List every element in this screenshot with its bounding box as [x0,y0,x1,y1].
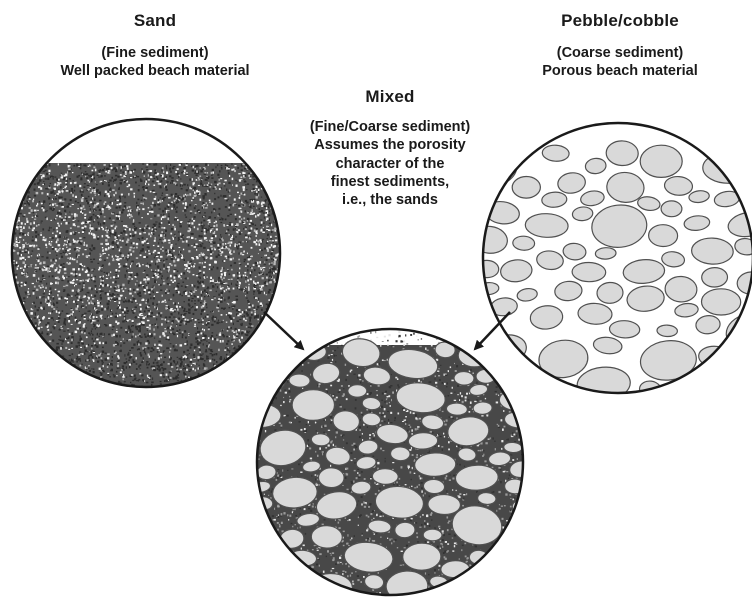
mixed-sample-circle [240,329,542,597]
pebble-sample-circle [460,123,752,407]
arrow-sand-to-mixed [264,312,303,349]
sand-sample-circle [0,119,300,395]
